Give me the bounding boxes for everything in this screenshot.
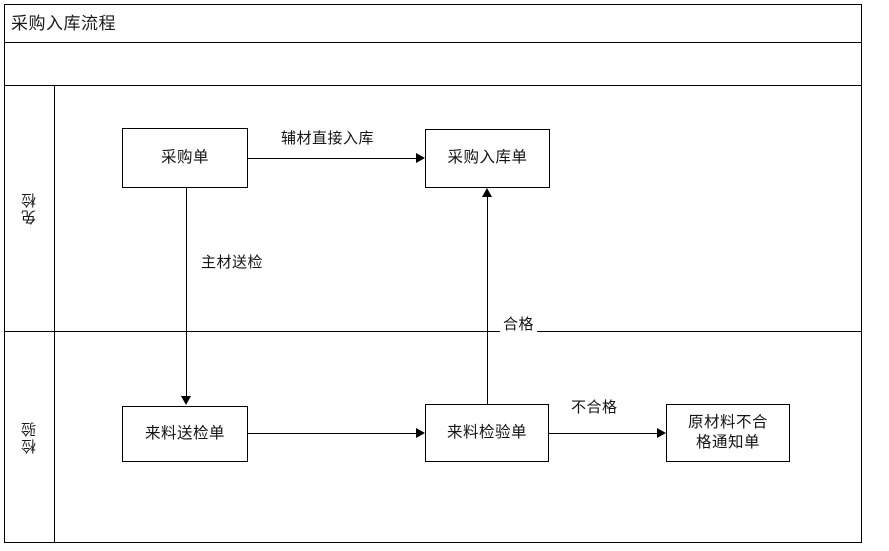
diagram-title-cell: 采购入库流程: [4, 4, 862, 42]
node-purchase-order-label: 采购单: [160, 148, 209, 166]
edge-label-qualified: 合格: [500, 316, 538, 334]
connector-to-inspection: [248, 433, 416, 434]
edge-label-main-material: 主材送检: [201, 254, 264, 272]
page-title: 采购入库流程: [11, 13, 116, 33]
header-blank-row: [4, 42, 862, 85]
node-nonconformance-notice-line-2: 格通知单: [695, 434, 760, 451]
node-purchase-receipt-label: 采购入库单: [447, 149, 528, 167]
divider-lane-split: [4, 331, 862, 332]
lane-label-exempt: 免检: [4, 85, 54, 331]
node-incoming-inspection-sheet[interactable]: 来料检验单: [425, 404, 549, 462]
edge-label-unqualified: 不合格: [571, 399, 618, 417]
connector-direct-receipt: [248, 158, 416, 159]
divider-lane-label-column: [54, 85, 55, 543]
node-purchase-order[interactable]: 采购单: [122, 128, 248, 188]
arrowhead-main-material: [181, 396, 191, 405]
lane-label-exempt-text: 免检: [21, 191, 38, 225]
node-incoming-inspection-request-label: 来料送检单: [144, 424, 225, 442]
divider-header-bottom: [4, 85, 862, 86]
connector-unqualified: [549, 433, 657, 434]
lane-label-inspect-text: 检验: [21, 420, 38, 454]
lane-label-inspect: 检验: [4, 331, 54, 543]
edge-label-direct-receipt: 辅材直接入库: [281, 130, 375, 148]
node-nonconformance-notice[interactable]: 原材料不合 格通知单: [666, 404, 790, 462]
node-nonconformance-notice-line-1: 原材料不合: [687, 413, 768, 431]
arrowhead-to-inspection: [416, 428, 425, 438]
node-purchase-receipt[interactable]: 采购入库单: [425, 129, 550, 188]
diagram-frame: [4, 4, 862, 543]
divider-title-bottom: [4, 42, 862, 43]
connector-qualified: [487, 197, 488, 404]
connector-main-material: [186, 188, 187, 396]
arrowhead-direct-receipt: [416, 153, 425, 163]
arrowhead-qualified: [482, 188, 492, 197]
node-incoming-inspection-request[interactable]: 来料送检单: [122, 406, 248, 462]
node-incoming-inspection-sheet-label: 来料检验单: [446, 423, 527, 441]
arrowhead-unqualified: [657, 428, 666, 438]
